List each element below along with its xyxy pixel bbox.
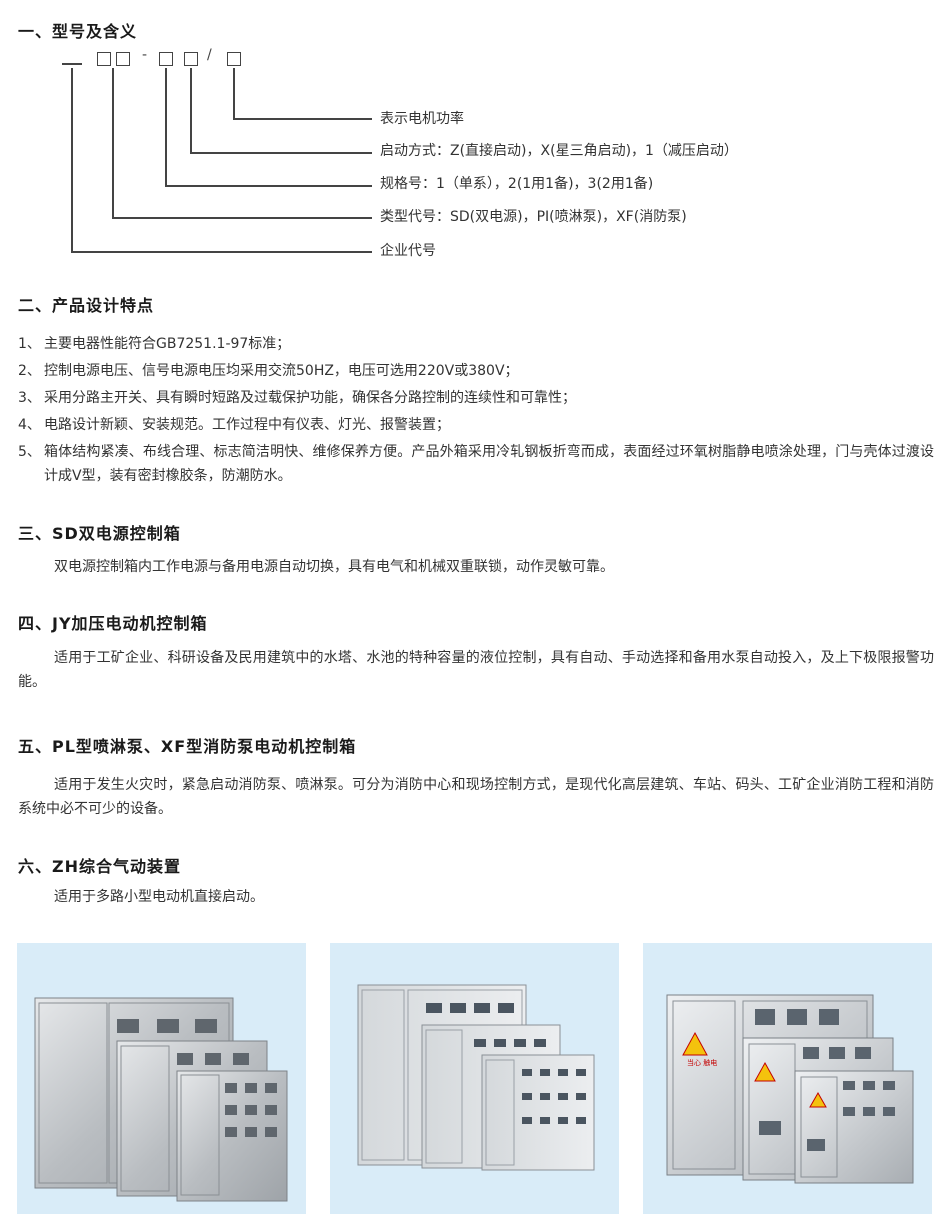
leader-power-v bbox=[233, 68, 235, 118]
feature-num: 3、 bbox=[18, 390, 41, 406]
feature-item: 5、箱体结构紧凑、布线合理、标志简洁明快、维修保养方便。产品外箱采用冷轧钢板折弯… bbox=[18, 440, 934, 488]
feature-num: 4、 bbox=[18, 417, 41, 433]
label-type-code: 类型代号：SD(双电源)，PI(喷淋泵)，XF(消防泵) bbox=[380, 209, 687, 225]
section-text-sd: 双电源控制箱内工作电源与备用电源自动切换，具有电气和机械双重联锁，动作灵敏可靠。 bbox=[54, 559, 614, 575]
feature-num: 2、 bbox=[18, 363, 41, 379]
feature-text: 电路设计新颖、安装规范。工作过程中有仪表、灯光、报警装置； bbox=[44, 417, 450, 433]
feature-text: 控制电源电压、信号电源电压均采用交流50HZ，电压可选用220V或380V； bbox=[44, 363, 519, 379]
section-title-sd: 三、SD双电源控制箱 bbox=[18, 524, 181, 543]
leader-spec-h bbox=[165, 185, 372, 187]
section-title-zh: 六、ZH综合气动装置 bbox=[18, 857, 181, 876]
label-spec-number: 规格号：1（单系），2(1用1备)，3(2用1备) bbox=[380, 176, 654, 192]
code-box-start bbox=[184, 52, 198, 66]
leader-type-h bbox=[112, 217, 372, 219]
section-text-jy: 适用于工矿企业、科研设备及民用建筑中的水塔、水池的特种容量的液位控制，具有自动、… bbox=[18, 650, 934, 690]
code-slash: / bbox=[207, 47, 212, 63]
code-box-type-2 bbox=[116, 52, 130, 66]
product-photo-stainless-cabinets bbox=[17, 943, 306, 1214]
steel-cabinet-image bbox=[357, 984, 595, 1171]
code-box-power bbox=[227, 52, 241, 66]
feature-text: 箱体结构紧凑、布线合理、标志简洁明快、维修保养方便。产品外箱采用冷轧钢板折弯而成… bbox=[44, 444, 934, 484]
model-code-diagram: - / 表示电机功率 启动方式：Z(直接启动)，X(星三角启动)，1（减压启动）… bbox=[0, 40, 950, 270]
feature-item: 4、电路设计新颖、安装规范。工作过程中有仪表、灯光、报警装置； bbox=[18, 413, 934, 437]
product-photo-steel-cabinets bbox=[330, 943, 619, 1214]
feature-item: 1、主要电器性能符合GB7251.1-97标准； bbox=[18, 332, 934, 356]
leader-start-v bbox=[190, 68, 192, 152]
section-title-jy: 四、JY加压电动机控制箱 bbox=[18, 614, 208, 633]
feature-text: 主要电器性能符合GB7251.1-97标准； bbox=[44, 336, 291, 352]
leader-start-h bbox=[190, 152, 372, 154]
label-start-method: 启动方式：Z(直接启动)，X(星三角启动)，1（减压启动） bbox=[380, 143, 738, 159]
section-text-pl-xf: 适用于发生火灾时，紧急启动消防泵、喷淋泵。可分为消防中心和现场控制方式，是现代化… bbox=[18, 777, 934, 817]
leader-enterprise-v bbox=[71, 68, 73, 251]
label-enterprise-code: 企业代号 bbox=[380, 243, 436, 259]
code-box-spec bbox=[159, 52, 173, 66]
section-title-features: 二、产品设计特点 bbox=[18, 296, 155, 315]
section-text-zh: 适用于多路小型电动机直接启动。 bbox=[54, 889, 264, 905]
stainless-cabinet-image bbox=[34, 997, 288, 1202]
enterprise-code-blank bbox=[62, 63, 82, 65]
code-dash: - bbox=[142, 47, 148, 63]
leader-power-h bbox=[233, 118, 372, 120]
leader-spec-v bbox=[165, 68, 167, 185]
feature-num: 5、 bbox=[18, 444, 41, 460]
feature-num: 1、 bbox=[18, 336, 41, 352]
section-title-model: 一、型号及含义 bbox=[18, 22, 138, 41]
section-title-pl-xf: 五、PL型喷淋泵、XF型消防泵电动机控制箱 bbox=[18, 737, 357, 756]
warning-label-1: 当心 触电 bbox=[687, 1058, 717, 1067]
feature-item: 2、控制电源电压、信号电源电压均采用交流50HZ，电压可选用220V或380V； bbox=[18, 359, 934, 383]
feature-item: 3、采用分路主开关、具有瞬时短路及过载保护功能，确保各分路控制的连续性和可靠性； bbox=[18, 386, 934, 410]
code-box-type-1 bbox=[97, 52, 111, 66]
warning-cabinet-image: 当心 触电 bbox=[666, 994, 914, 1184]
leader-enterprise-h bbox=[71, 251, 372, 253]
product-photo-warning-cabinets: 当心 触电 bbox=[643, 943, 932, 1214]
label-power: 表示电机功率 bbox=[380, 111, 464, 127]
feature-text: 采用分路主开关、具有瞬时短路及过载保护功能，确保各分路控制的连续性和可靠性； bbox=[44, 390, 576, 406]
leader-type-v bbox=[112, 68, 114, 217]
